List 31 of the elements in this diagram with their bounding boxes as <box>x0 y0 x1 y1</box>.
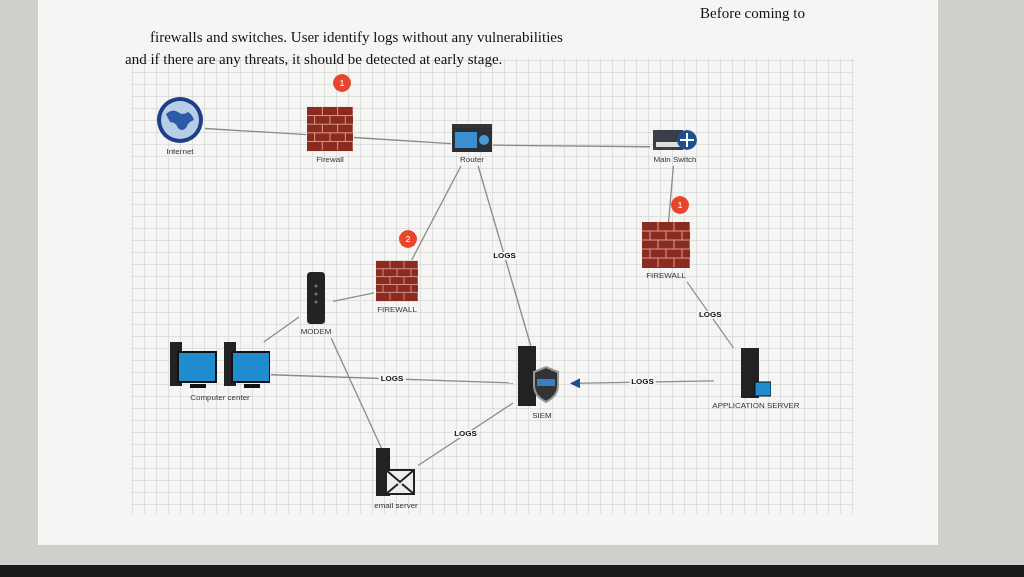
connector-line <box>411 165 462 261</box>
connector-line <box>477 165 532 347</box>
connector-line <box>204 127 307 136</box>
connector-line <box>270 374 514 384</box>
connector-line <box>686 281 735 349</box>
connector-line <box>353 136 452 145</box>
connector-line <box>332 292 375 303</box>
device-caption: Computer center <box>190 394 250 402</box>
device-caption: email server <box>374 502 418 510</box>
connector-line <box>492 144 651 148</box>
edge-label: LOGS <box>491 252 518 260</box>
device-caption: Main Switch <box>653 156 697 164</box>
device-caption: APPLICATION SERVER <box>712 402 800 410</box>
device-caption: MODEM <box>300 328 332 336</box>
edge-label: LOGS <box>452 430 479 439</box>
body-text: Before coming to <box>700 6 805 21</box>
connector-line <box>417 402 514 467</box>
device-caption: SIEM <box>532 412 552 420</box>
body-text: firewalls and switches. User identify logs without any vulnerabilities <box>150 30 563 45</box>
device-caption: Firewall <box>316 156 344 164</box>
device-caption: FIREWALL <box>377 306 417 314</box>
device-caption: Router <box>460 156 484 164</box>
connector-line <box>263 316 300 343</box>
body-text: and if there are any threats, it should be detected at early stage. <box>125 52 503 67</box>
edge-label: LOGS <box>696 311 724 319</box>
device-caption: FIREWALL <box>646 272 686 280</box>
edge-label: LOGS <box>629 378 656 387</box>
connector-line <box>330 337 382 449</box>
device-caption: Internet <box>166 148 194 156</box>
edge-label: LOGS <box>378 374 406 383</box>
connector-line <box>667 165 674 223</box>
